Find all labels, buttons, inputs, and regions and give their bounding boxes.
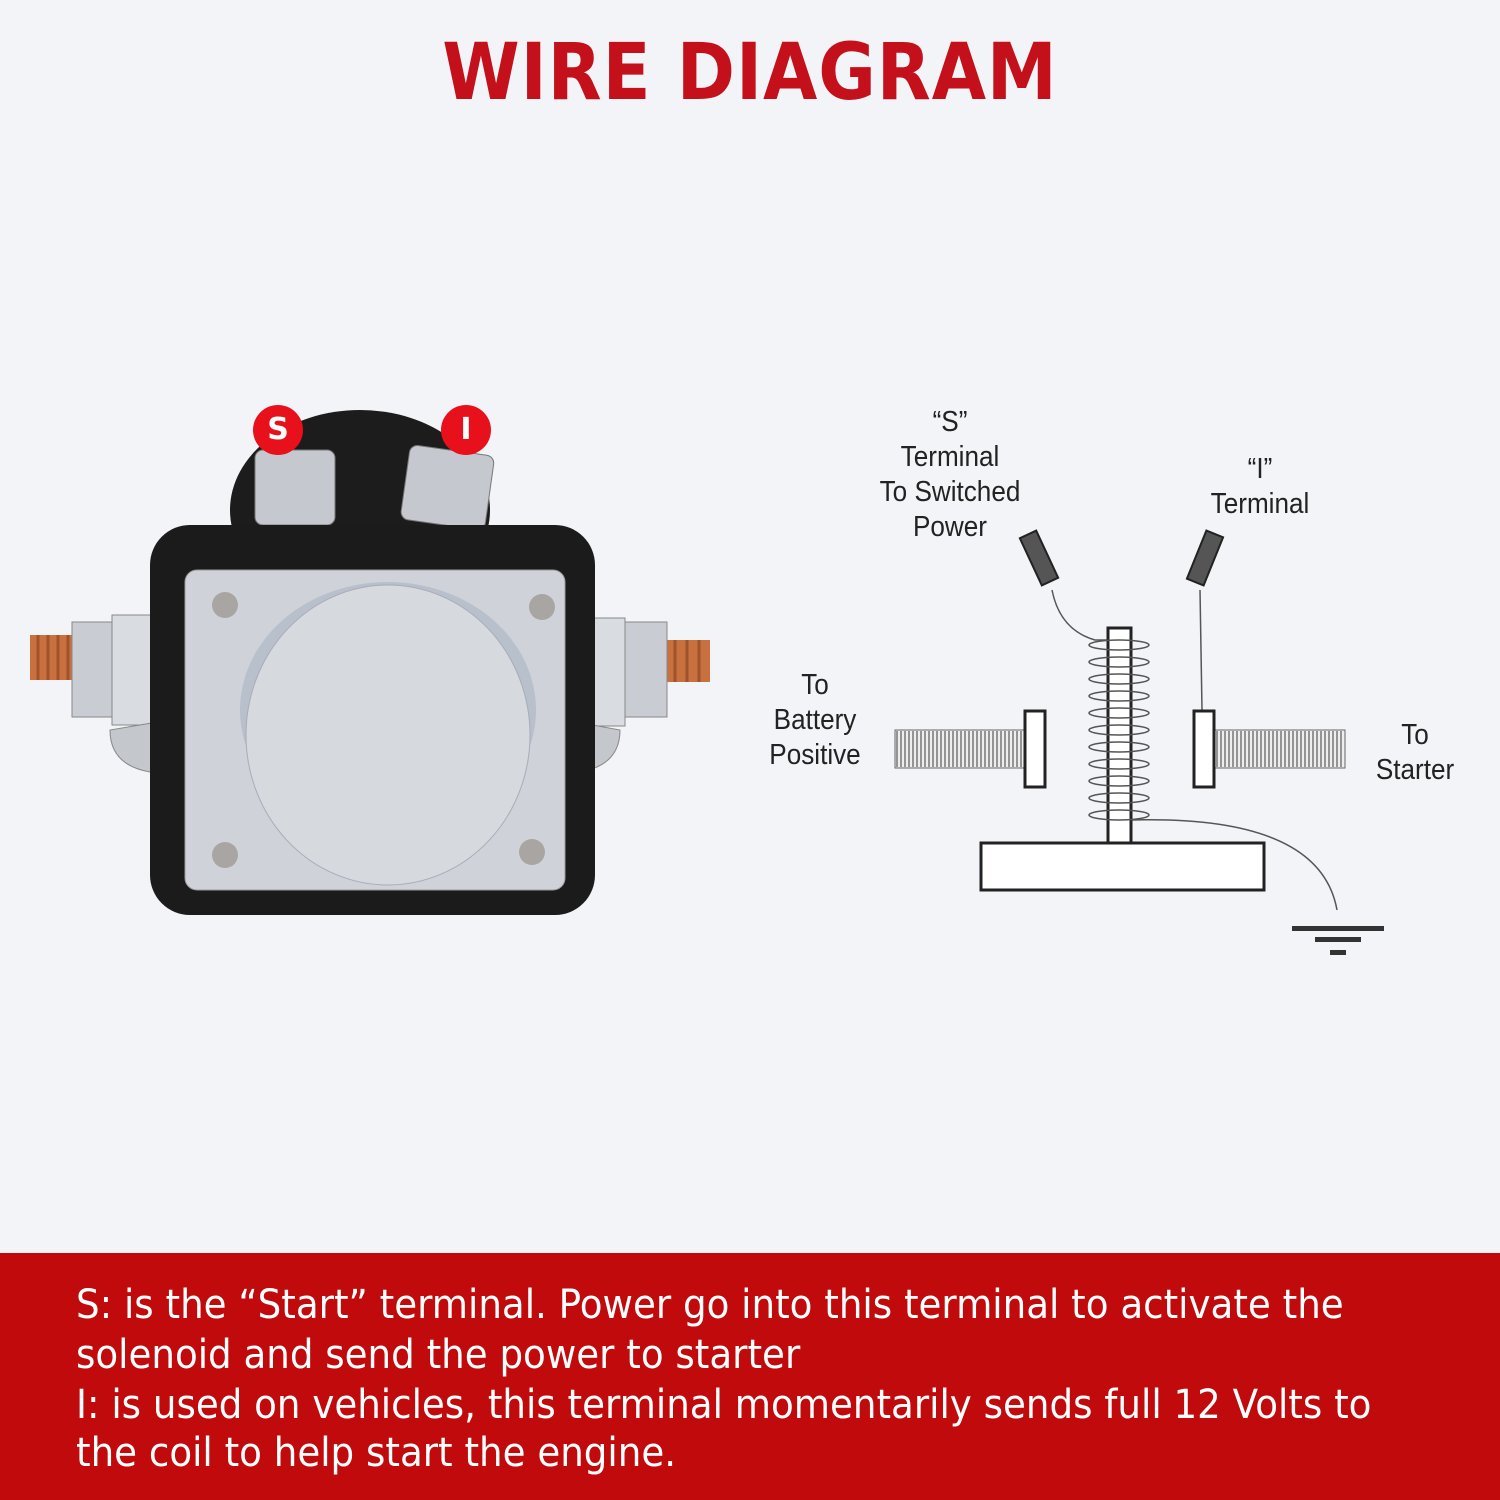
label-line: To — [1401, 719, 1429, 751]
description-band: S: is the “Start” terminal. Power go int… — [0, 1253, 1500, 1500]
label-line: Terminal — [900, 441, 1000, 473]
coil-turn — [1088, 775, 1150, 787]
label-line: Battery — [773, 704, 857, 736]
starter-label: To Starter — [1361, 718, 1469, 788]
label-line: Terminal — [1210, 488, 1310, 520]
coil-turn — [1088, 673, 1150, 685]
s-terminal-badge: S — [253, 405, 303, 455]
description-line: solenoid and send the power to starter — [76, 1332, 801, 1378]
s-terminal-connector — [1018, 529, 1060, 587]
coil-turn — [1088, 690, 1150, 702]
label-line: Power — [913, 511, 987, 543]
coil-turn — [1088, 741, 1150, 753]
solenoid-photo — [30, 410, 710, 915]
label-line: To Switched — [879, 476, 1021, 508]
ground-icon — [1292, 926, 1384, 955]
description-line: S: is the “Start” terminal. Power go int… — [76, 1282, 1344, 1328]
label-line: “S” — [932, 406, 968, 438]
label-line: Starter — [1375, 754, 1455, 786]
i-terminal-label: “I” Terminal — [1197, 452, 1323, 522]
coil-turn — [1088, 792, 1150, 804]
description-line: I: is used on vehicles, this terminal mo… — [76, 1382, 1372, 1428]
label-line: To — [801, 669, 829, 701]
coil-turn — [1088, 809, 1150, 821]
coil-turn — [1088, 639, 1150, 651]
coil-turn — [1088, 758, 1150, 770]
battery-label: To Battery Positive — [752, 668, 878, 773]
page-title: WIRE DIAGRAM — [442, 28, 1058, 118]
plunger-base — [979, 841, 1266, 892]
coil-turn — [1088, 724, 1150, 736]
i-terminal-connector — [1185, 529, 1225, 587]
coil-turn — [1088, 707, 1150, 719]
label-line: Positive — [769, 739, 861, 771]
coil-turn — [1088, 656, 1150, 668]
description-line: the coil to help start the engine. — [76, 1430, 677, 1476]
label-line: “I” — [1247, 453, 1273, 485]
i-terminal-badge: I — [441, 405, 491, 455]
s-terminal-label: “S” Terminal To Switched Power — [869, 405, 1031, 545]
wiring-schematic — [894, 529, 1384, 955]
